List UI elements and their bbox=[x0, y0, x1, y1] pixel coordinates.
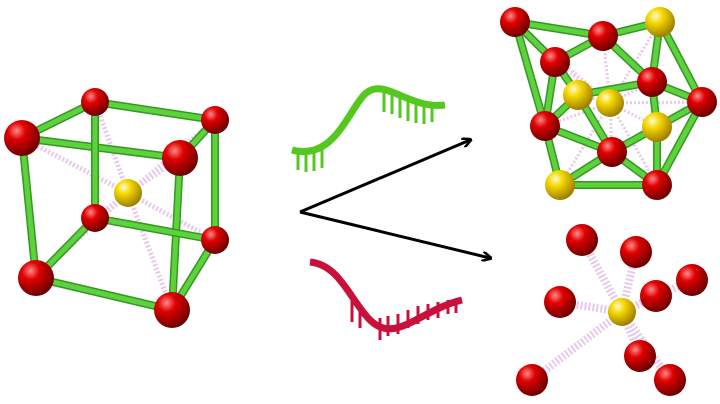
gold-atom bbox=[645, 7, 675, 37]
green-dna-strand bbox=[291, 85, 446, 156]
red-atom bbox=[676, 264, 708, 296]
rod-highlight bbox=[512, 19, 548, 129]
bond bbox=[609, 100, 703, 105]
dna-strand-layer bbox=[291, 85, 463, 340]
gold-atom bbox=[608, 298, 636, 326]
red-atom bbox=[81, 204, 109, 232]
red-atom bbox=[4, 120, 40, 156]
red-atom bbox=[620, 236, 652, 268]
red-atom bbox=[81, 88, 109, 116]
rod-highlight bbox=[654, 99, 705, 188]
gold-atom bbox=[596, 89, 624, 117]
red-atom bbox=[500, 7, 530, 37]
arrow-to-cluster bbox=[299, 140, 470, 214]
rod-highlight bbox=[92, 99, 218, 123]
bond bbox=[93, 191, 130, 220]
rod-layer bbox=[18, 18, 706, 314]
rod-highlight bbox=[19, 135, 183, 161]
red-atom bbox=[516, 364, 548, 396]
bond bbox=[125, 192, 175, 311]
red-atom bbox=[544, 286, 576, 318]
red-atom bbox=[154, 292, 190, 328]
atom-layer bbox=[4, 7, 717, 396]
red-atom bbox=[654, 364, 686, 396]
red-atom bbox=[624, 340, 656, 372]
red-atom bbox=[640, 280, 672, 312]
bond bbox=[126, 190, 217, 243]
rod-highlight bbox=[657, 19, 705, 105]
arrows bbox=[299, 140, 490, 258]
arrow-to-octahedral bbox=[299, 210, 490, 258]
bond bbox=[529, 308, 625, 384]
rod-highlight bbox=[19, 135, 39, 281]
red-atom bbox=[201, 226, 229, 254]
red-atom bbox=[201, 106, 229, 134]
red-atom bbox=[540, 47, 570, 77]
red-atom bbox=[637, 67, 667, 97]
red-atom bbox=[642, 170, 672, 200]
rod-highlight bbox=[92, 215, 218, 243]
red-dna-strand bbox=[309, 258, 463, 333]
red-atom bbox=[588, 21, 618, 51]
red-atom bbox=[597, 137, 627, 167]
red-dna-bases bbox=[350, 299, 458, 340]
red-atom bbox=[566, 224, 598, 256]
red-atom bbox=[162, 140, 198, 176]
gold-atom bbox=[114, 179, 142, 207]
gold-atom bbox=[545, 170, 575, 200]
rod-highlight bbox=[33, 275, 175, 313]
red-atom bbox=[530, 111, 560, 141]
gold-atom bbox=[642, 112, 672, 142]
red-atom bbox=[687, 87, 717, 117]
gold-atom bbox=[563, 80, 593, 110]
green-dna-bases bbox=[296, 90, 434, 172]
red-atom bbox=[18, 260, 54, 296]
